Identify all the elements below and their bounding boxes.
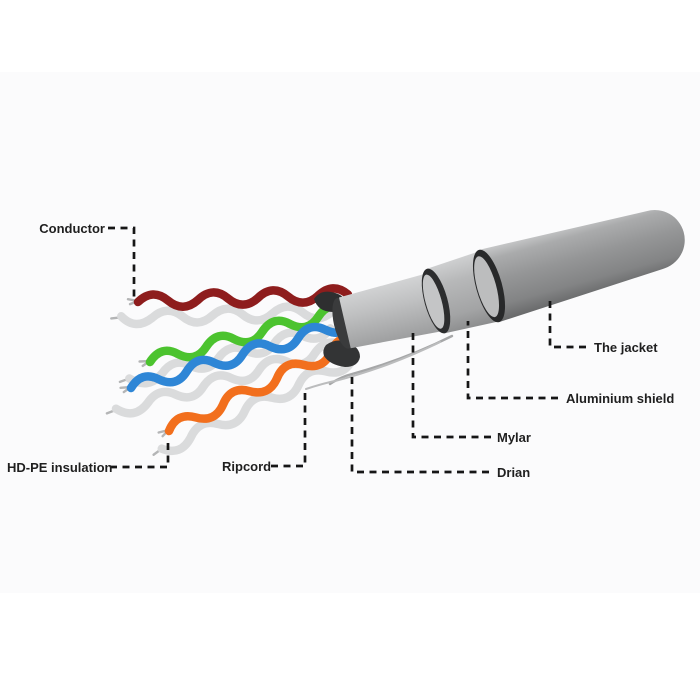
pointer-conductor (108, 226, 136, 297)
mylar-layer (332, 272, 444, 349)
pointer-mylar (411, 331, 491, 439)
blue-wire (126, 317, 358, 393)
label-jacket: The jacket (594, 340, 658, 355)
jacket-body (478, 210, 685, 323)
pointer-drian (350, 376, 489, 474)
pointer-jacket (548, 298, 586, 349)
white-wire (157, 354, 357, 456)
twisted-pair-blue (105, 317, 358, 418)
jacket-layer (472, 210, 685, 323)
label-hdpe-insulation: HD-PE insulation (7, 460, 113, 475)
jacket-inner-face (474, 256, 500, 318)
pointer-aluminium-shield (466, 321, 558, 400)
mylar-body (339, 272, 444, 349)
white-wire (116, 302, 337, 329)
label-ripcord: Ripcord (222, 459, 271, 474)
label-conductor: Conductor (39, 221, 105, 236)
label-drian: Drian (497, 465, 530, 480)
label-aluminium-shield: Aluminium shield (566, 391, 674, 406)
white-wire (111, 338, 347, 418)
pointer-hdpe-insulation (110, 443, 170, 469)
ripcord-strand (305, 341, 441, 390)
shield-inner-face (422, 274, 445, 329)
label-mylar: Mylar (497, 430, 531, 445)
